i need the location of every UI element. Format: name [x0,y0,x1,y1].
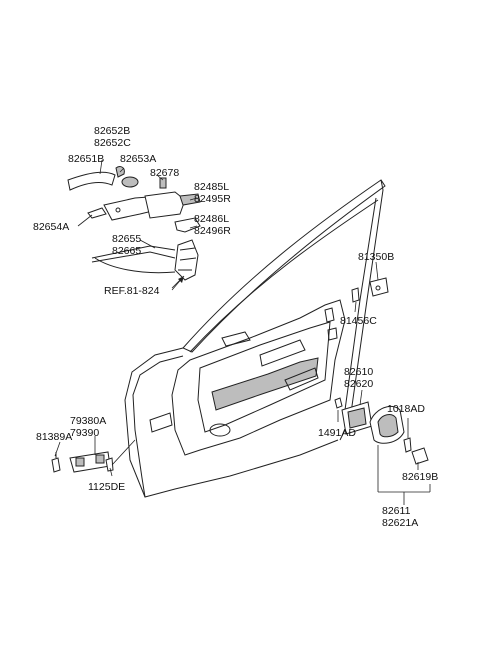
label-82610: 82610 [344,366,373,378]
label-82678: 82678 [150,167,179,179]
label-82611: 82611 [382,505,411,517]
key-cylinder-cap [121,176,139,188]
screw-cap [411,447,429,465]
label-82652B: 82652B [94,125,130,137]
label-82665: 82665 [112,245,141,257]
clip-part [159,177,167,189]
rod-bracket-lower [174,217,201,233]
label-82653A: 82653A [120,153,156,165]
label-82486L: 82486L [194,213,229,225]
inside-handle-clip [334,397,343,409]
label-81389A: 81389A [36,431,72,443]
checker-bolt [51,457,61,473]
striker-bolt [351,287,360,303]
label-82652C: 82652C [94,137,131,149]
leader-lines [54,159,431,505]
ref-arrow [171,275,185,291]
part-labels: 82652B 82652C 82651B 82653A 82678 82485L… [33,125,438,529]
outside-handle [67,171,116,191]
outside-handle-group [67,166,201,281]
label-82485L: 82485L [194,181,229,193]
label-79390: 79390 [70,427,99,439]
label-79380A: 79380A [70,415,106,427]
label-82619B: 82619B [402,471,438,483]
label-82655: 82655 [112,233,141,245]
checker-screw [105,457,114,472]
front-door-panel [124,179,386,498]
label-81350B: 81350B [358,251,394,263]
door-latch [174,239,199,281]
rod-bracket-upper [144,191,186,219]
label-1125DE: 1125DE [88,481,125,493]
inside-handle-screw [403,437,412,453]
door-checker-group [51,439,136,473]
inside-handle-group [334,397,429,465]
label-82651B: 82651B [68,153,104,165]
door-striker [369,277,389,297]
label-82654A: 82654A [33,221,69,233]
label-82496R: 82496R [194,225,231,237]
label-1491AD: 1491AD [318,427,356,439]
label-82495R: 82495R [194,193,231,205]
label-1018AD: 1018AD [387,403,425,415]
label-82620: 82620 [344,378,373,390]
label-81456C: 81456C [340,315,377,327]
label-82621A: 82621A [382,517,418,529]
label-ref-81-824: REF.81-824 [104,285,160,297]
striker-group [351,277,389,303]
